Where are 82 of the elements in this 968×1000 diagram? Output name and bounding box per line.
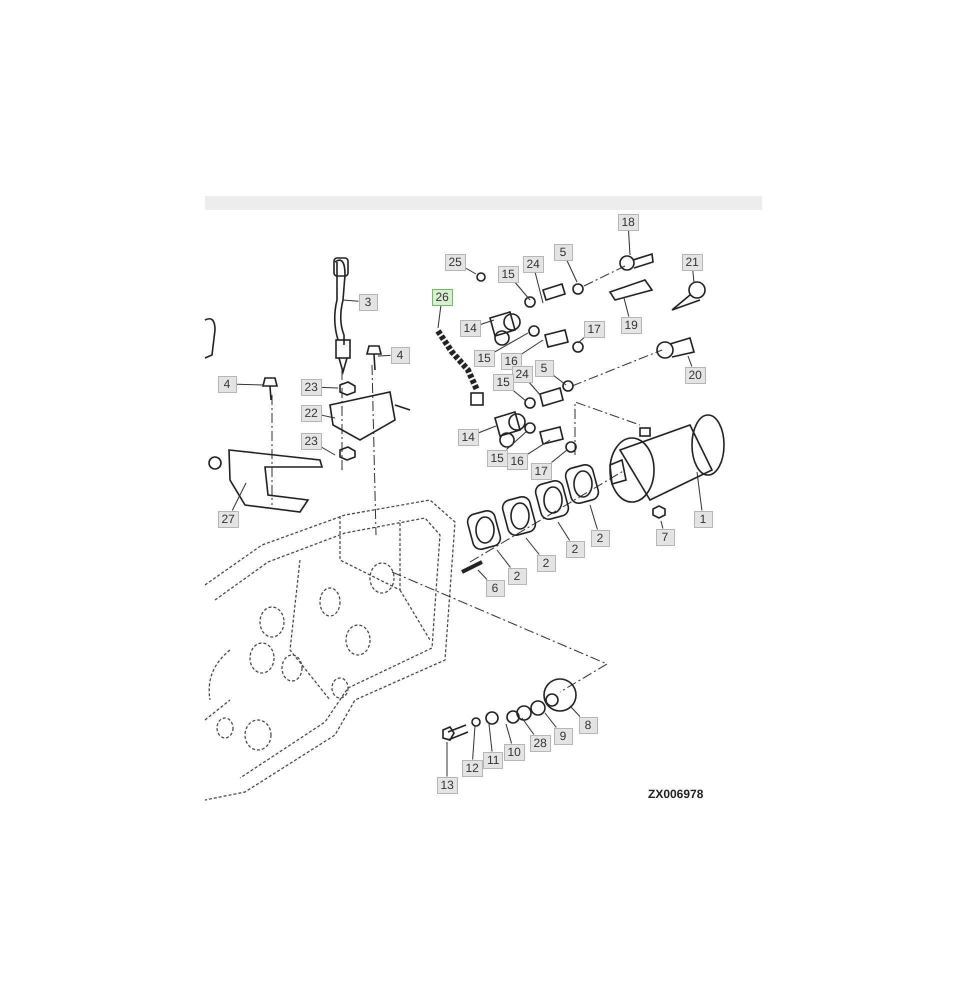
leader-line bbox=[527, 440, 550, 455]
leader-line bbox=[624, 298, 630, 317]
leader-line bbox=[590, 504, 598, 530]
leader-line bbox=[528, 382, 542, 396]
callout-number: 8 bbox=[578, 716, 598, 734]
leader-line bbox=[494, 332, 528, 353]
leader-line bbox=[544, 712, 557, 728]
callout-number: 15 bbox=[492, 374, 514, 390]
callout-number: 15 bbox=[498, 266, 519, 282]
callout-number: 13 bbox=[436, 776, 458, 794]
leader-line bbox=[496, 550, 511, 568]
leader-line bbox=[438, 305, 442, 328]
callout-number: 19 bbox=[620, 316, 642, 334]
drawing-number: ZX006978 bbox=[648, 787, 704, 801]
callout-number: 25 bbox=[444, 254, 466, 270]
callout-number: 27 bbox=[218, 510, 239, 528]
leader-line bbox=[478, 570, 488, 580]
callout-number: 5 bbox=[554, 244, 572, 260]
leader-line bbox=[660, 520, 664, 529]
callout-number: 2 bbox=[508, 568, 526, 584]
leader-line bbox=[688, 356, 692, 367]
callout-number: 5 bbox=[534, 360, 554, 376]
callout-number: 26 bbox=[432, 288, 453, 306]
callout-number: 4 bbox=[218, 376, 236, 392]
callout-number: 17 bbox=[584, 320, 605, 338]
callout-number: 10 bbox=[504, 744, 525, 760]
callout-number: 17 bbox=[530, 462, 552, 480]
callout-number: 28 bbox=[530, 734, 551, 752]
leader-line bbox=[570, 706, 580, 717]
callout-number: 23 bbox=[300, 432, 322, 450]
leader-line bbox=[578, 337, 585, 344]
callout-number: 3 bbox=[358, 294, 378, 310]
leader-line bbox=[488, 724, 493, 752]
leader-line bbox=[378, 354, 391, 356]
callout-number: 16 bbox=[506, 452, 528, 470]
leader-line bbox=[506, 724, 512, 744]
leader-line bbox=[446, 742, 448, 777]
callout-number: 15 bbox=[474, 350, 495, 366]
leader-line bbox=[321, 386, 338, 388]
leader-line bbox=[551, 450, 568, 464]
callout-number: 9 bbox=[554, 728, 572, 744]
callout-number: 6 bbox=[486, 580, 504, 596]
leader-line bbox=[522, 718, 534, 735]
leader-line bbox=[342, 300, 359, 302]
callout-number: 2 bbox=[590, 530, 610, 546]
leader-line bbox=[514, 282, 530, 300]
callout-number: 2 bbox=[566, 540, 584, 558]
leader-line bbox=[480, 320, 494, 325]
leader-line bbox=[236, 384, 264, 386]
leader-line bbox=[558, 522, 570, 541]
callout-number: 14 bbox=[460, 320, 481, 336]
callout-number: 16 bbox=[500, 352, 522, 370]
callout-number: 1 bbox=[694, 510, 712, 528]
leader-line bbox=[628, 230, 630, 256]
leader-line bbox=[566, 260, 578, 282]
leader-line bbox=[696, 472, 702, 511]
callout-number: 4 bbox=[390, 346, 410, 364]
leader-line bbox=[321, 414, 336, 418]
callout-number: 11 bbox=[483, 752, 504, 768]
callout-number: 21 bbox=[682, 254, 703, 270]
callout-number: 23 bbox=[300, 378, 322, 396]
callout-number: 24 bbox=[522, 256, 544, 272]
callout-number: 15 bbox=[486, 450, 508, 466]
callout-number: 22 bbox=[300, 404, 322, 422]
leader-line bbox=[534, 272, 544, 304]
callout-number: 7 bbox=[656, 528, 674, 546]
leader-line bbox=[472, 726, 476, 760]
leader-line bbox=[526, 538, 540, 555]
callout-number: 18 bbox=[618, 214, 639, 230]
callout-number: 20 bbox=[684, 366, 706, 384]
callout-number: 14 bbox=[458, 428, 479, 446]
leader-line bbox=[506, 430, 528, 450]
leader-line bbox=[512, 390, 526, 402]
leader-line bbox=[232, 482, 246, 511]
leader-line bbox=[553, 374, 566, 386]
leader-line bbox=[321, 446, 336, 456]
leader-line bbox=[478, 426, 496, 434]
callout-number: 2 bbox=[536, 554, 556, 572]
leader-line bbox=[465, 268, 476, 274]
leader-line bbox=[521, 340, 544, 355]
leader-line bbox=[692, 270, 694, 284]
callout-number: 12 bbox=[462, 760, 483, 776]
